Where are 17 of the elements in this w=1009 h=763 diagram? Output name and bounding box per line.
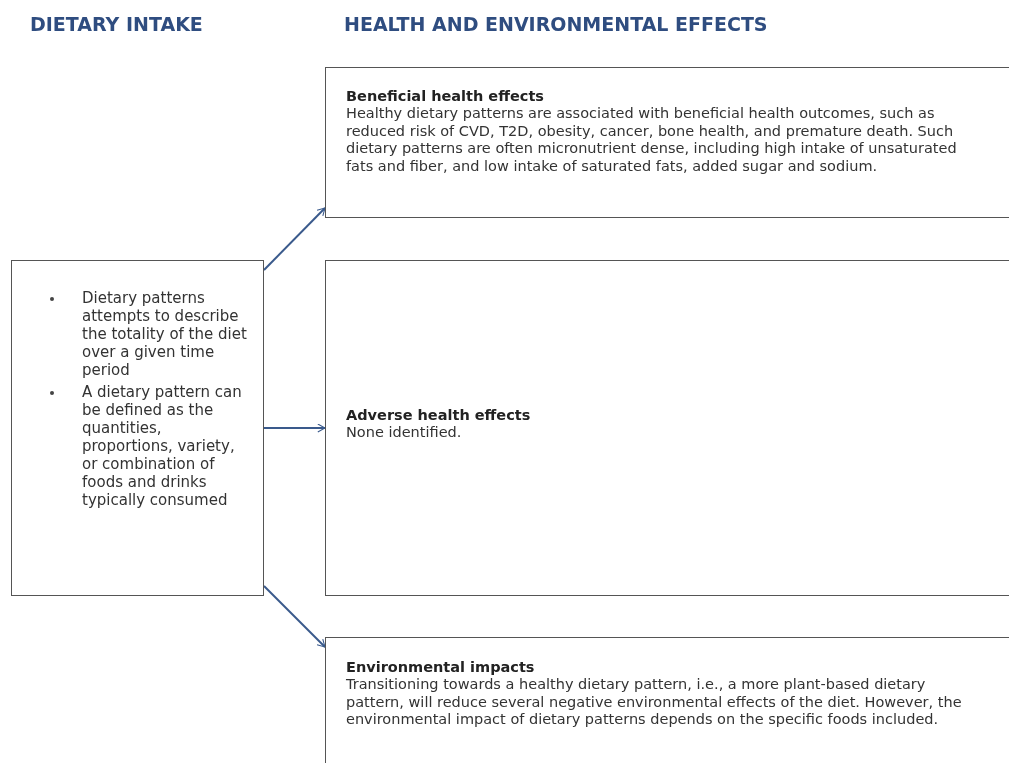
effect-box [325,260,1009,596]
box-text: Healthy dietary patterns are associated with beneficial health outcomes, such as reduced risk of CVD, T2D, obesity, cancer, bone health, and premature death. Such dietary patterns are often micronutrient dense, including high intake of unsaturated fats and fiber, and low intake of saturated fats, added sugar and sodium. [346,105,958,175]
box-title: Beneficial health effects [346,88,545,105]
box-text: None identified. [346,424,463,442]
arrow [263,207,326,271]
bullet-text: Dietary patterns attempts to describe the totality of the diet over a given time period [82,289,247,379]
section-heading: HEALTH AND ENVIRONMENTAL EFFECTS [344,13,768,35]
text-box [11,260,264,596]
box-text: Transitioning towards a healthy dietary pattern, i.e., a more plant-based dietary pattern, will reduce several negative environmental effects of the diet. However, the environmental impact of dietary patterns depends on the specific foods included. [346,676,963,729]
section-heading: DIETARY INTAKE [30,13,203,35]
arrow [263,585,326,648]
box-title: Adverse health effects [346,407,532,424]
bullet-text: A dietary pattern can be defined as the quantities, proportions, variety, or combination of foods and drinks typically consumed [82,383,242,509]
effect-box [325,67,1009,218]
effect-box [325,637,1009,763]
box-title: Environmental impacts [346,659,536,676]
arrow [263,423,326,433]
